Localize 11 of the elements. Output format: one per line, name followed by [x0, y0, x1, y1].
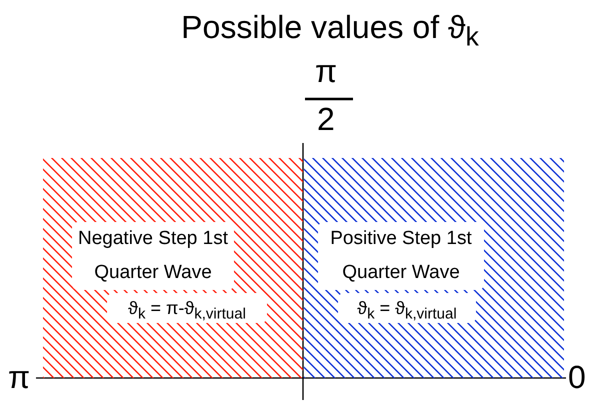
axis-label: π	[8, 358, 30, 396]
region-label: Positive Step 1st Quarter Wave	[318, 222, 484, 290]
formula: ϑ$_{k}$ = π-ϑ$_{k,virtual}$	[107, 293, 267, 323]
fraction-numerator: π	[315, 52, 338, 90]
formula: ϑ$_{k}$ = ϑ$_{k,virtual}$	[338, 293, 476, 323]
title: Possible values of ϑ$_{k}$	[180, 8, 480, 54]
hatched-region	[304, 158, 564, 378]
hatched-region	[43, 158, 303, 378]
region-label: Negative Step 1st Quarter Wave	[72, 222, 234, 290]
axis-label: 0	[568, 358, 586, 396]
fraction-denominator: 2	[317, 100, 335, 138]
